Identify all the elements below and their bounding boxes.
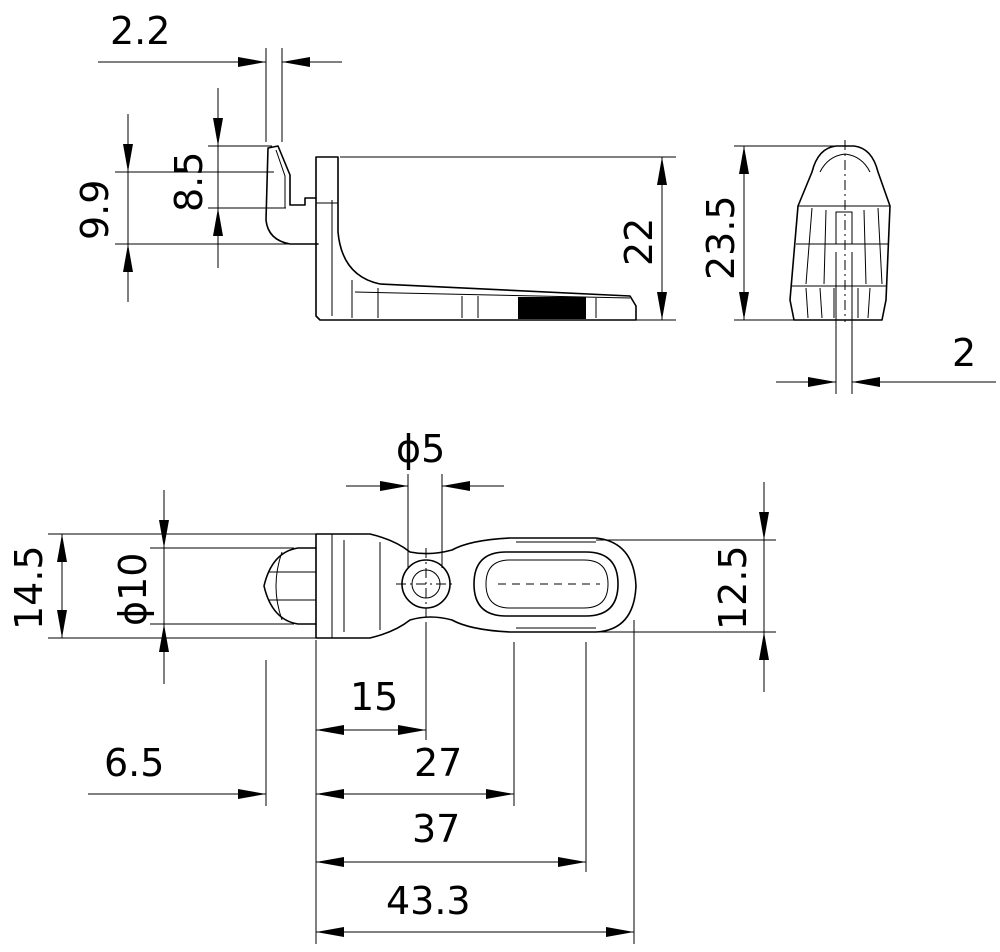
dim-phi5: ϕ5 [346, 427, 504, 568]
dim-phi10: ϕ10 [111, 490, 294, 684]
dim-2-2: 2.2 [98, 9, 342, 142]
dim-phi10-label: ϕ10 [111, 553, 155, 626]
dim-14-5: 14.5 [7, 533, 316, 639]
dim-6-5-label: 6.5 [104, 741, 164, 785]
top-view [263, 533, 637, 639]
dim-2-2-label: 2.2 [110, 9, 170, 53]
dim-2: 2 [776, 331, 996, 387]
dim-23-5: 23.5 [699, 146, 749, 320]
dim-43-3: 43.3 [316, 879, 634, 937]
dim-27: 27 [346, 741, 514, 799]
dim-8-5-label: 8.5 [167, 152, 211, 212]
dim-15-label: 15 [350, 675, 398, 719]
side-view [265, 145, 676, 321]
dim-12-5: 12.5 [596, 482, 776, 692]
dim-37-label: 37 [412, 807, 460, 851]
knurl-region [518, 297, 586, 319]
dim-phi5-label: ϕ5 [396, 427, 445, 471]
dim-23-5-label: 23.5 [699, 195, 743, 280]
dim-15: 15 [316, 675, 426, 735]
dim-37: 37 [316, 807, 586, 867]
dim-22-label: 22 [617, 218, 661, 266]
dim-8-5: 8.5 [167, 88, 286, 268]
dim-6-5: 6.5 [88, 741, 346, 799]
end-view [734, 140, 891, 394]
dim-9-9: 9.9 [73, 114, 292, 302]
dim-22: 22 [617, 157, 667, 320]
dim-12-5-label: 12.5 [711, 545, 755, 630]
dim-27-label: 27 [414, 741, 462, 785]
dim-2-label: 2 [952, 331, 976, 375]
dim-9-9-label: 9.9 [73, 180, 117, 240]
dim-43-3-label: 43.3 [386, 879, 471, 923]
dim-14-5-label: 14.5 [7, 545, 51, 630]
